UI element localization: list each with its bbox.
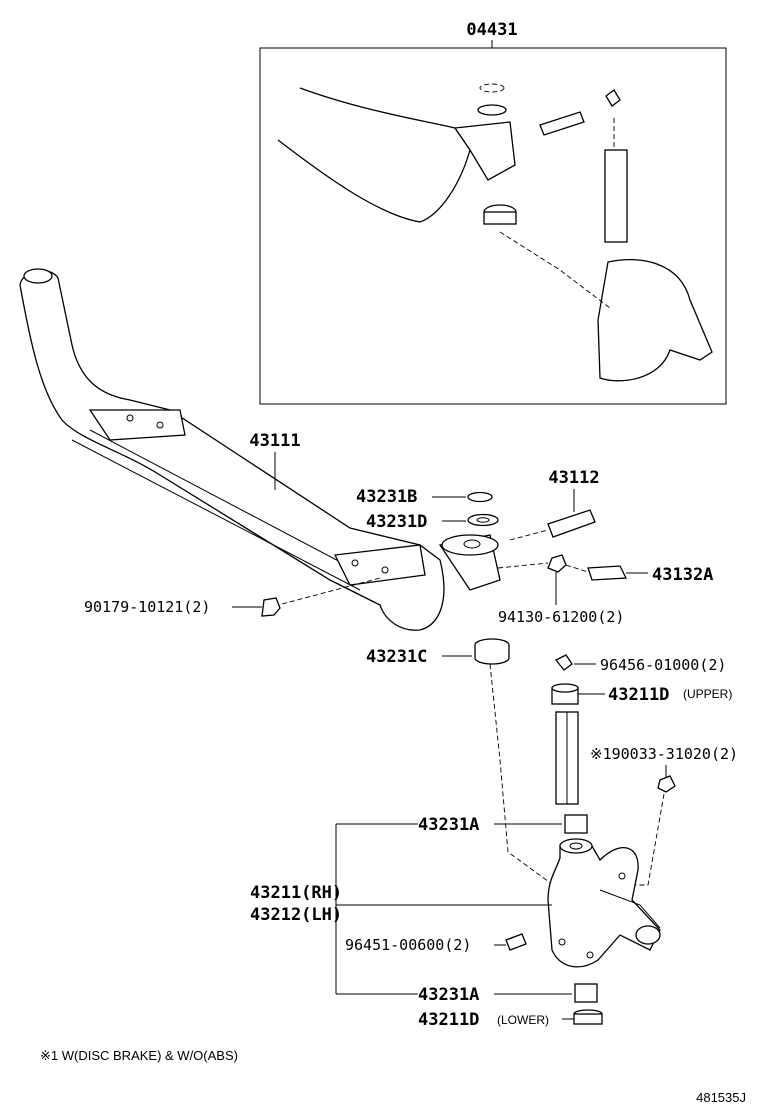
label-cap-lower[interactable]: 43211D xyxy=(418,1010,479,1030)
inset-knuckle-boss xyxy=(453,121,516,181)
label-knuckle-rh[interactable]: 43211(RH) xyxy=(250,883,342,903)
bushing-upper-icon xyxy=(564,814,588,834)
bolt-icon xyxy=(587,565,628,581)
axle-pad-right xyxy=(334,544,426,586)
shim-b-icon xyxy=(467,491,493,503)
label-bolt[interactable]: 43132A xyxy=(652,565,713,585)
label-king-pin[interactable]: 43112 xyxy=(548,468,599,488)
inset-beam-outline xyxy=(277,87,471,223)
label-bearing-c[interactable]: 43231C xyxy=(366,647,427,667)
label-axle-beam[interactable]: 43111 xyxy=(249,431,300,451)
label-cap-lower-note[interactable]: (LOWER) xyxy=(497,1013,549,1027)
stopper-bolt-icon xyxy=(505,933,527,951)
inset-frame xyxy=(259,47,727,405)
nut-right-icon xyxy=(547,554,567,573)
steering-knuckle-icon xyxy=(547,839,661,968)
footnote: ※1 W(DISC BRAKE) & W/O(ABS) xyxy=(40,1048,238,1063)
shim-d-icon xyxy=(467,513,499,527)
axle-beam-group xyxy=(19,268,501,631)
inset-code-label[interactable]: 04431 xyxy=(466,20,517,40)
inset-washer-icon xyxy=(477,104,507,116)
label-stopper-bolt[interactable]: 96451-00600(2) xyxy=(345,936,471,954)
label-cap-upper[interactable]: 43211D xyxy=(608,685,669,705)
label-nut-left[interactable]: 90179-10121(2) xyxy=(84,598,210,616)
inset-fitting-icon xyxy=(605,89,621,107)
inset-knuckle-icon xyxy=(597,259,713,382)
nut-left-icon xyxy=(261,597,281,617)
marked-part-icon xyxy=(657,775,676,793)
label-knuckle-lh[interactable]: 43212(LH) xyxy=(250,905,342,925)
label-marked-part[interactable]: ※190033-31020(2) xyxy=(590,745,738,763)
label-shim-b[interactable]: 43231B xyxy=(356,487,417,507)
bushing-lower-icon xyxy=(574,983,598,1003)
axle-beam-outline xyxy=(19,269,445,631)
diagram-id: 481535J xyxy=(696,1090,746,1105)
grease-fitting-icon xyxy=(554,654,573,671)
inset-pin-icon xyxy=(539,111,585,136)
inset-group: 04431 xyxy=(259,20,727,405)
inset-kingpin-icon xyxy=(604,149,628,243)
king-pin-icon xyxy=(547,509,596,538)
label-nut-right[interactable]: 94130-61200(2) xyxy=(498,608,624,626)
label-cap-upper-note[interactable]: (UPPER) xyxy=(683,687,732,701)
label-bushing-lower[interactable]: 43231A xyxy=(418,985,479,1005)
label-bushing-upper[interactable]: 43231A xyxy=(418,815,479,835)
label-shim-d[interactable]: 43231D xyxy=(366,512,427,532)
steering-knuckle-group xyxy=(547,838,661,968)
label-grease-fitting[interactable]: 96456-01000(2) xyxy=(600,656,726,674)
axle-pad-left xyxy=(88,409,186,441)
